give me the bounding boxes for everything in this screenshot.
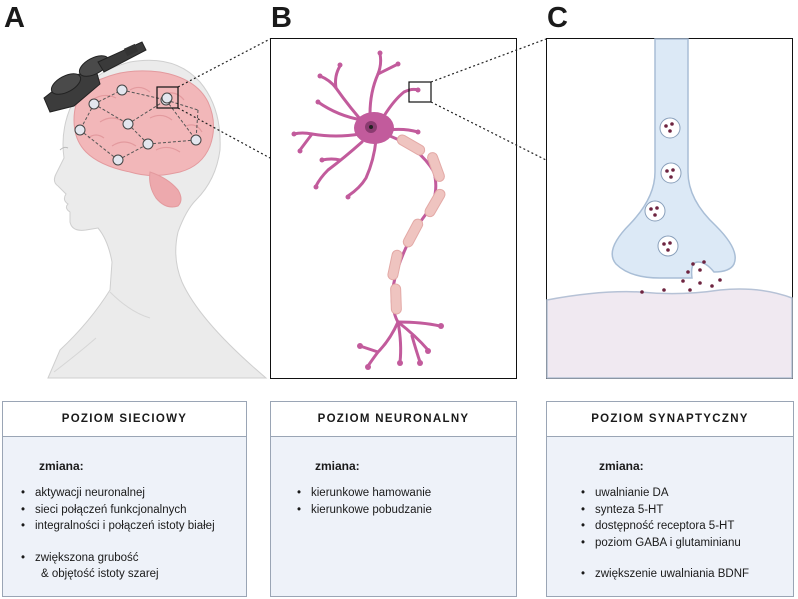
network-level-subtitle: zmiana: — [39, 459, 84, 473]
synaptic-level-box: POZIOM SYNAPTYCZNY zmiana: uwalnianie DA… — [546, 401, 794, 597]
panel-letter-a: A — [4, 2, 25, 34]
tms-coil-icon — [43, 41, 147, 113]
list-item: dostępność receptora 5-HT — [581, 518, 793, 535]
list-item: synteza 5-HT — [581, 502, 793, 519]
network-level-list: aktywacji neuronalnej sieci połączeń fun… — [21, 485, 246, 583]
list-item: kierunkowe hamowanie — [297, 485, 516, 502]
list-item: kierunkowe pobudzanie — [297, 502, 516, 519]
neuronal-level-box: POZIOM NEURONALNY zmiana: kierunkowe ham… — [270, 401, 517, 597]
neuronal-level-list: kierunkowe hamowanie kierunkowe pobudzan… — [297, 485, 516, 518]
synaptic-level-list: uwalnianie DA synteza 5-HT dostępność re… — [581, 485, 793, 583]
neuronal-level-title: POZIOM NEURONALNY — [271, 402, 516, 437]
neuron-panel-frame — [270, 38, 517, 379]
list-item: aktywacji neuronalnej — [21, 485, 246, 502]
zoom-box-a — [156, 86, 179, 109]
panel-letter-c: C — [547, 2, 568, 34]
list-item: uwalnianie DA — [581, 485, 793, 502]
network-level-title: POZIOM SIECIOWY — [3, 402, 246, 437]
list-item: & objętość istoty szarej — [41, 568, 159, 580]
zoom-box-b — [408, 81, 432, 103]
panel-letter-b: B — [271, 2, 292, 34]
synaptic-level-title: POZIOM SYNAPTYCZNY — [547, 402, 793, 437]
neuron-icon — [291, 50, 446, 370]
network-level-box: POZIOM SIECIOWY zmiana: aktywacji neuron… — [2, 401, 247, 597]
list-item: integralności i połączeń istoty białej — [21, 518, 246, 535]
list-item: zwiększenie uwalniania BDNF — [581, 566, 793, 583]
list-item: sieci połączeń funkcjonalnych — [21, 502, 246, 519]
list-item: poziom GABA i glutaminianu — [581, 535, 793, 552]
neuronal-level-subtitle: zmiana: — [315, 459, 360, 473]
brain-icon — [73, 70, 214, 208]
synapse-icon — [546, 38, 793, 379]
synaptic-level-subtitle: zmiana: — [599, 459, 644, 473]
list-item: zwiększona grubość — [21, 550, 246, 567]
